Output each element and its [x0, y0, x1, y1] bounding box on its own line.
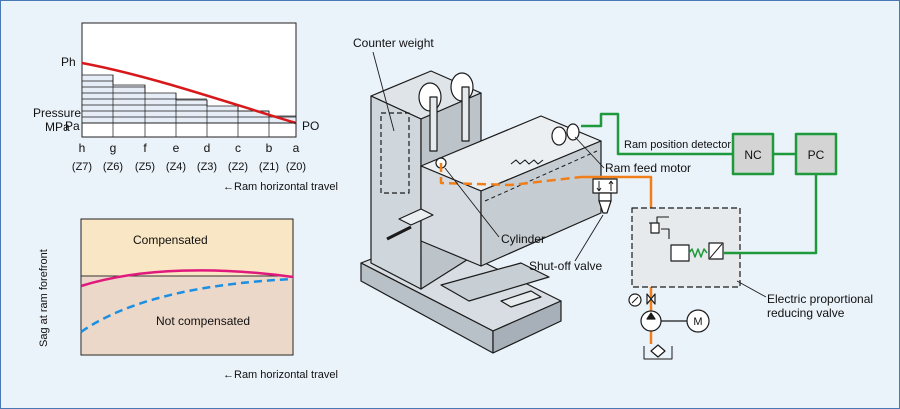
nc-label: NC — [744, 148, 762, 162]
machine-labels: Counter weight Ram position detector Ram… — [353, 36, 873, 328]
epr-spring-icon — [688, 248, 708, 258]
sag-chart: Compensated Not compensated Sag at ram f… — [38, 218, 338, 381]
counter-weight-leader — [372, 51, 395, 132]
spindle-tool — [386, 225, 412, 241]
y-tick-pa: Pa — [65, 119, 80, 133]
x-tick-letter: c — [235, 141, 241, 155]
shutoff-valve-body — [592, 178, 618, 194]
x-tick-letter: e — [173, 141, 180, 155]
check-valve-icon — [646, 293, 656, 305]
compensated-label: Compensated — [133, 233, 208, 247]
ram-position-detector-label: Ram position detector — [624, 139, 731, 151]
pressure-grid-lines — [82, 75, 296, 137]
motor-label: M — [693, 316, 702, 328]
pressure-step-area — [81, 74, 297, 137]
cylinder-leader — [444, 167, 500, 238]
machine-bed-side — [492, 300, 562, 354]
x-tick-z: (Z1) — [259, 161, 279, 173]
epr-spool-icon — [670, 244, 690, 262]
ram-feed-motor-label: Ram feed motor — [605, 161, 691, 175]
x-tick-z: (Z6) — [103, 161, 123, 173]
pressure-axis-unit: MPa — [45, 120, 70, 134]
x-tick-letter: d — [204, 141, 211, 155]
counterweight-outline — [380, 112, 410, 194]
motor-symbol — [686, 309, 710, 333]
shutoff-valve-actuator — [598, 192, 612, 202]
x-tick-z: (Z7) — [72, 161, 92, 173]
po-label: PO — [302, 119, 319, 133]
machine-table-slot — [500, 290, 542, 308]
shutoff-valve-leader — [574, 214, 604, 262]
pressure-curve — [81, 61, 297, 125]
shutoff-valve-arrows — [596, 180, 614, 192]
compensated-curve — [80, 269, 294, 288]
machine-illustration — [360, 70, 838, 360]
x-tick-z: (Z2) — [228, 161, 248, 173]
pc-valve-signal-line — [723, 174, 818, 255]
epr-solenoid-arrow — [709, 243, 723, 259]
gauge-needle — [631, 296, 639, 304]
sag-lower-region — [82, 276, 292, 354]
ram-side — [480, 140, 602, 267]
not-compensated-label: Not compensated — [156, 314, 250, 328]
sag-axis-label: Sag at ram forefront — [38, 249, 50, 347]
counter-weight-label: Counter weight — [353, 36, 434, 50]
x-tick-letter: h — [79, 141, 86, 155]
chain-left — [429, 96, 438, 152]
x-tick-z: (Z5) — [135, 161, 155, 173]
nc-box — [731, 132, 775, 176]
x-tick-letter: f — [143, 141, 147, 155]
sag-x-caption: ←Ram horizontal travel — [223, 369, 338, 381]
feed-motor-body — [551, 126, 567, 146]
epr-pilot-icon — [650, 222, 660, 234]
filter-icon — [650, 344, 666, 358]
y-tick-ph: Ph — [61, 55, 76, 69]
x-tick-z: (Z0) — [286, 161, 306, 173]
pressure-chart: Ph Pressure MPa Pa PO h g f e d c b a (Z… — [33, 22, 338, 193]
pressure-axis-label: Pressure — [33, 106, 81, 120]
ram-feed-motor-leader — [574, 136, 605, 169]
cylinder-label: Cylinder — [501, 232, 545, 246]
spindle-head — [398, 208, 434, 226]
pc-label: PC — [808, 148, 825, 162]
x-tick-letter: g — [110, 141, 117, 155]
x-tick-letter: b — [266, 141, 273, 155]
epr-valve-leader — [736, 280, 767, 298]
x-tick-z: (Z4) — [166, 161, 186, 173]
pressure-x-ticks: h g f e d c b a (Z7) (Z6) (Z5) (Z4) (Z3)… — [72, 141, 306, 173]
detector-signal-line — [581, 112, 733, 156]
feed-screw — [510, 159, 544, 165]
feed-motor-coupling — [566, 123, 580, 141]
x-tick-z: (Z3) — [197, 161, 217, 173]
epr-valve-label-2: reducing valve — [767, 306, 845, 320]
machine-table — [440, 262, 550, 302]
pressure-x-caption: ←Ram horizontal travel — [223, 181, 338, 193]
chain-right — [461, 86, 470, 142]
shutoff-valve-solenoid — [598, 200, 612, 214]
epr-valve-label-1: Electric proportional — [767, 292, 873, 306]
pump-arrow — [646, 312, 656, 320]
tank-symbol — [643, 346, 673, 360]
x-tick-letter: a — [293, 141, 300, 155]
shutoff-valve-label: Shut-off valve — [529, 259, 602, 273]
